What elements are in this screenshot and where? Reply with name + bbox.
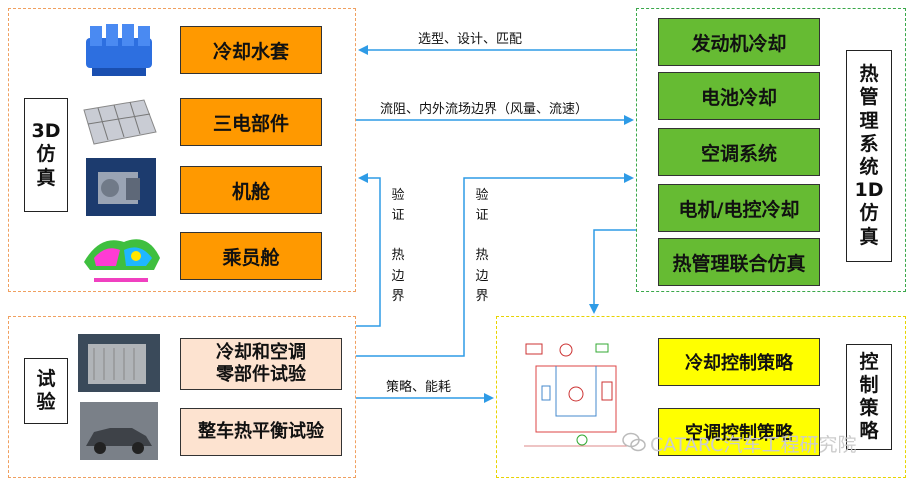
test-item-component: 冷却和空调 零部件试验 <box>180 338 342 390</box>
arrow-cosim-to-control <box>589 229 636 314</box>
control-item-cooling: 冷却控制策略 <box>658 338 820 386</box>
engine-bay-image <box>86 158 156 216</box>
control-schematic-image <box>516 336 636 454</box>
test-label: 试 验 <box>24 358 68 424</box>
edge-label-selection: 选型、设计、匹配 <box>418 32 523 47</box>
edge-label-strategy: 策略、能耗 <box>386 380 452 395</box>
sim3d-label: 3D 仿 真 <box>24 98 68 212</box>
arrow-verify-right <box>356 173 634 357</box>
wechat-icon <box>622 432 646 452</box>
three-electric-image <box>80 96 158 148</box>
sim1d-item-battery-cooling: 电池冷却 <box>658 72 820 120</box>
sim3d-item-water-jacket: 冷却水套 <box>180 26 322 74</box>
control-panel <box>496 316 906 478</box>
edge-label-verify-right: 验 证 热 边 界 <box>475 188 489 304</box>
sim1d-item-ac-system: 空调系统 <box>658 128 820 176</box>
vehicle-test-image <box>80 402 158 460</box>
edge-label-boundary: 流阻、内外流场边界（风量、流速） <box>380 102 589 117</box>
sim1d-panel <box>636 8 906 292</box>
sim3d-item-three-electric: 三电部件 <box>180 98 322 146</box>
sim3d-item-engine-bay: 机舱 <box>180 166 322 214</box>
cabin-image <box>80 228 162 286</box>
arrow-verify-left <box>356 173 381 327</box>
control-item-ac: 空调控制策略 <box>658 408 820 456</box>
sim1d-item-cosim: 热管理联合仿真 <box>658 238 820 286</box>
control-label: 控 制 策 略 <box>846 344 892 450</box>
sim3d-panel <box>8 8 356 292</box>
radiator-image <box>78 334 160 392</box>
water-jacket-image <box>84 18 154 82</box>
test-panel <box>8 316 356 478</box>
sim1d-item-engine-cooling: 发动机冷却 <box>658 18 820 66</box>
watermark-text: CATARC汽车工程研究院 <box>650 434 857 456</box>
test-item-vehicle: 整车热平衡试验 <box>180 408 342 456</box>
sim1d-item-motor-cooling: 电机/电控冷却 <box>658 184 820 232</box>
edge-label-verify-left: 验 证 热 边 界 <box>391 188 405 304</box>
sim1d-label: 热 管 理 系 统 1D 仿 真 <box>846 50 892 262</box>
sim3d-item-cabin: 乘员舱 <box>180 232 322 280</box>
